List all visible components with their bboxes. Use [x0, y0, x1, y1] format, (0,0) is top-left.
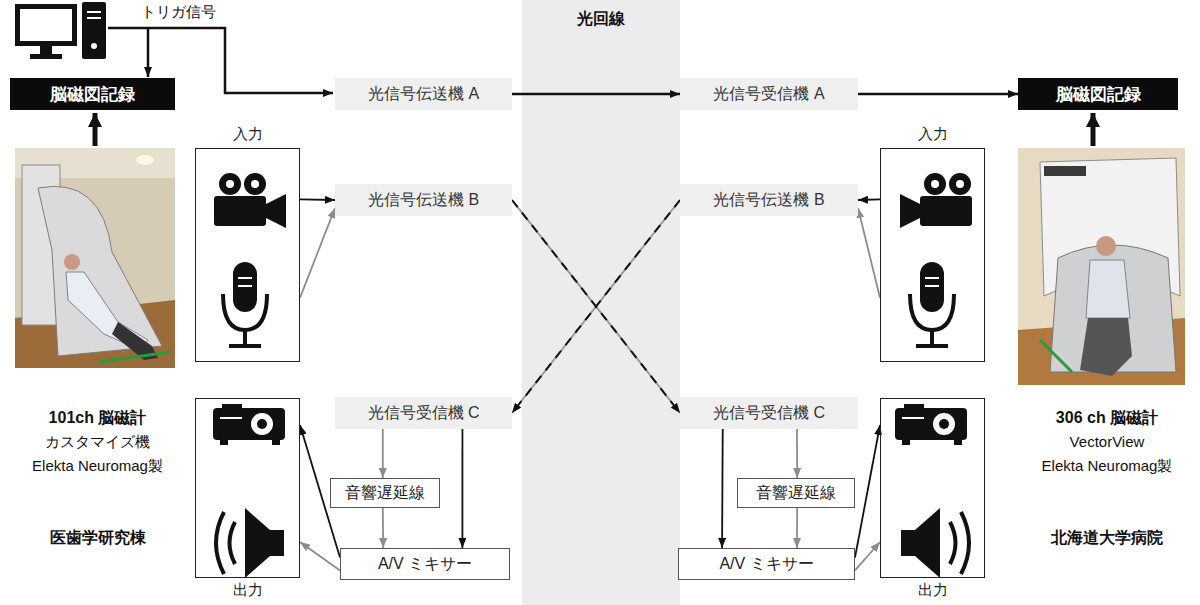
signal-arrow: [1091, 113, 1096, 146]
transmitter-box: 光信号伝送機 B: [335, 184, 512, 216]
receiver-box: 光信号受信機 C: [335, 397, 512, 429]
connector-line: [855, 542, 880, 570]
transmitter-box: 光信号伝送機 B: [680, 184, 858, 216]
node-text: 出力: [196, 581, 299, 599]
mixer-box: A/V ミキサー: [678, 548, 855, 580]
connector-line: [461, 429, 463, 548]
node-text: 光信号受信機 C: [713, 403, 825, 424]
projector-icon: [895, 404, 967, 445]
node-text: 光信号伝送機 A: [368, 84, 479, 105]
connector: [855, 425, 880, 558]
connector: [382, 429, 383, 478]
camera-icon: [214, 173, 286, 228]
delay-box: 音響遅延線: [737, 478, 855, 508]
connector: [300, 199, 335, 201]
speaker-icon: [216, 508, 284, 578]
transmitter-box: 光信号伝送機 A: [335, 78, 512, 110]
signal-arrow: [93, 113, 98, 146]
node-text: 音響遅延線: [345, 483, 425, 504]
speaker-icon: [901, 508, 969, 578]
caption-text: カスタマイズ機: [5, 432, 190, 452]
receiver-box: 光信号受信機 A: [680, 78, 858, 110]
connector: [722, 429, 724, 548]
connector-line: [512, 93, 680, 96]
connector: [858, 94, 1018, 95]
connector: [512, 94, 680, 95]
delay-box: 音響遅延線: [330, 478, 440, 508]
microphone-icon: [223, 262, 267, 346]
input-frame: 入力: [195, 148, 300, 362]
connector-line: [796, 429, 798, 478]
connector-line: [855, 425, 880, 558]
caption-text: 306 ch 脳磁計: [1018, 408, 1196, 428]
connector: [300, 208, 335, 298]
node-text: 音響遅延線: [756, 483, 836, 504]
connector: [858, 199, 880, 201]
input-frame: 入力: [880, 148, 985, 362]
node-text: 光信号伝送機 B: [368, 190, 479, 211]
node-text: 脳磁図記録: [50, 83, 135, 106]
camera-icon: [900, 173, 972, 228]
meg-photo: [15, 148, 175, 368]
connector-line: [300, 542, 340, 570]
trigger-wire: [147, 28, 150, 77]
node-text: 光信号受信機 A: [713, 84, 824, 105]
optical-line-band: 光回線: [522, 0, 680, 605]
caption-text: 北海道大学病院: [1018, 528, 1196, 548]
record-box: 脳磁図記録: [10, 78, 175, 110]
connector-line: [300, 208, 335, 298]
output-frame: 出力: [880, 398, 985, 578]
caption-text: 医歯学研究棟: [5, 528, 190, 548]
computer-icon: [15, 2, 106, 59]
node-text: 脳磁図記録: [1056, 83, 1141, 106]
connector-line: [300, 198, 335, 200]
microphone-icon: [910, 262, 954, 346]
connector-line: [858, 93, 1018, 96]
connector: [796, 429, 797, 478]
connector-line: [382, 508, 384, 548]
receiver-box: 光信号受信機 C: [680, 397, 858, 429]
connector-line: [382, 429, 384, 478]
node-text: 光回線: [577, 9, 625, 30]
connector-line: [858, 198, 880, 200]
projector-icon: [213, 404, 285, 445]
node-text: 光信号受信機 C: [368, 403, 480, 424]
caption-text: Elekta Neuromag製: [5, 456, 190, 476]
mixer-box: A/V ミキサー: [340, 548, 510, 580]
node-text: 入力: [196, 125, 299, 143]
connector: [858, 208, 880, 298]
node-text: A/V ミキサー: [719, 554, 813, 575]
connector: [300, 542, 340, 570]
connector: [382, 508, 383, 548]
connector: [462, 429, 463, 548]
signal-name: トリガ信号: [128, 2, 228, 22]
connector-line: [721, 429, 723, 548]
caption-text: 101ch 脳磁計: [5, 408, 190, 428]
node-text: 出力: [881, 581, 984, 599]
caption-text: Elekta Neuromag製: [1018, 456, 1196, 476]
node-text: 光信号伝送機 B: [713, 190, 824, 211]
connector-line: [858, 208, 880, 298]
meg-photo: [1018, 148, 1185, 385]
connector-line: [796, 508, 798, 548]
record-box: 脳磁図記録: [1018, 78, 1178, 110]
output-frame: 出力: [195, 398, 300, 578]
caption-text: VectorView: [1018, 432, 1196, 452]
connector: [796, 508, 797, 548]
node-text: A/V ミキサー: [378, 554, 472, 575]
connector: [855, 542, 880, 570]
node-text: 入力: [881, 125, 984, 143]
